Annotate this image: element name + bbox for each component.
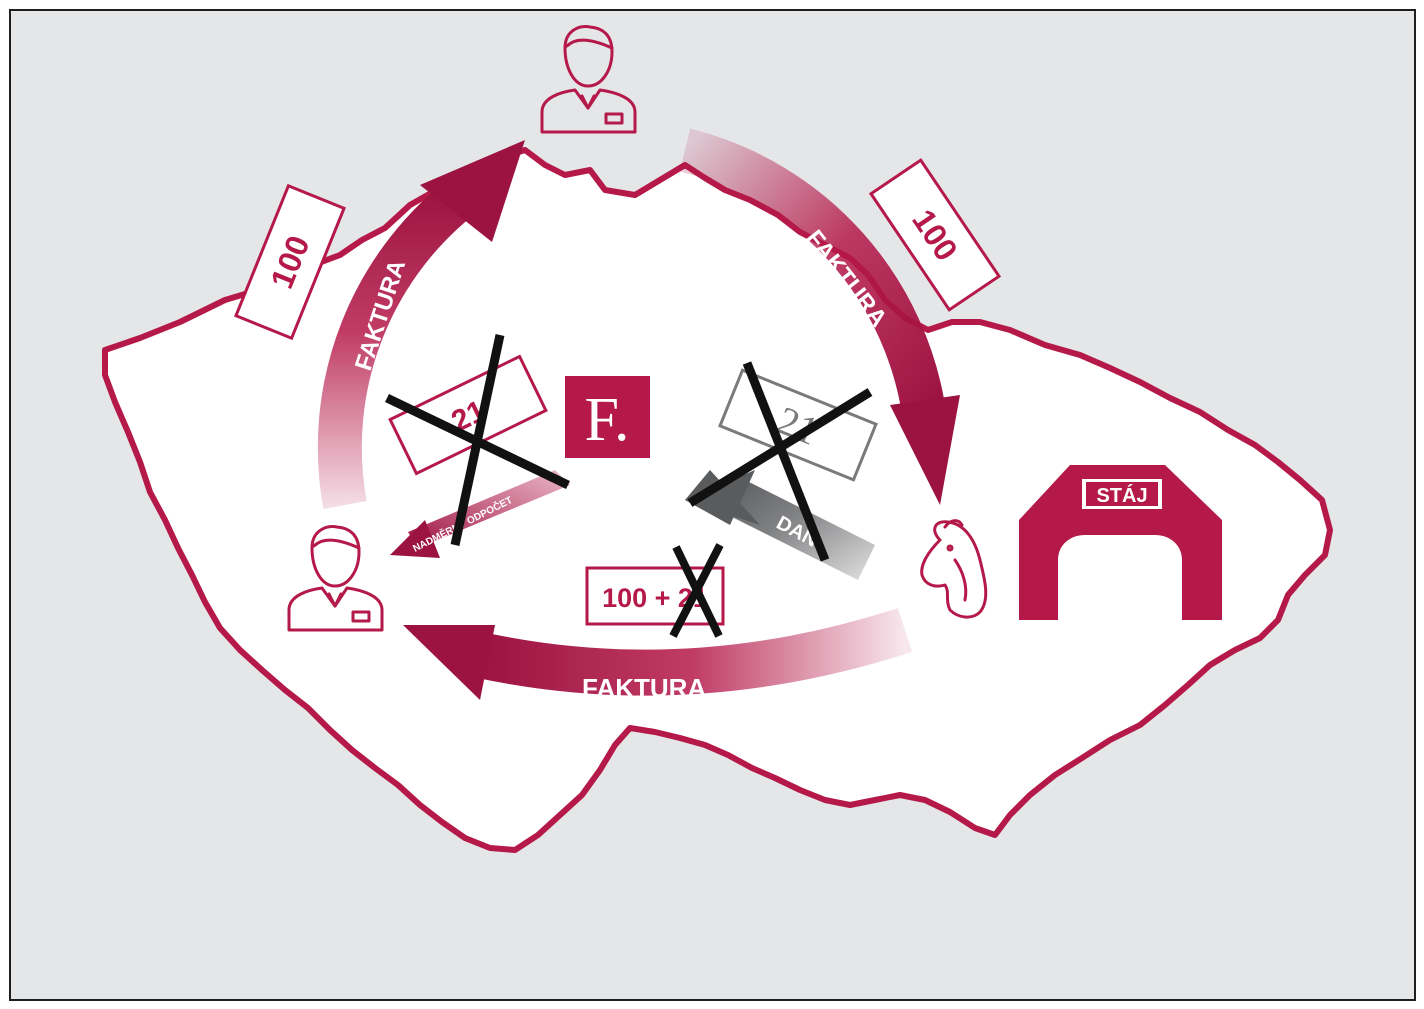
tax-arrow: DAŇ (685, 470, 875, 580)
left-person-icon (287, 525, 384, 632)
left-amount-box: 100 (234, 183, 346, 341)
center-left-amount-box: 21 (388, 354, 548, 476)
horse-head-icon (920, 519, 988, 619)
stable-gate-icon: STÁJ (1019, 465, 1222, 620)
f-logo: F. (565, 376, 650, 458)
bottom-invoice-label: FAKTURA (582, 673, 706, 703)
cross-bottom (669, 543, 724, 638)
cross-right (687, 361, 873, 562)
right-amount-box: 100 (868, 158, 1002, 312)
bottom-invoice-arrow: FAKTURA (403, 608, 913, 703)
f-logo-letter: F. (584, 386, 629, 454)
top-person-icon (540, 25, 637, 134)
cross-left (385, 334, 570, 546)
stable-sign: STÁJ (1096, 484, 1147, 507)
